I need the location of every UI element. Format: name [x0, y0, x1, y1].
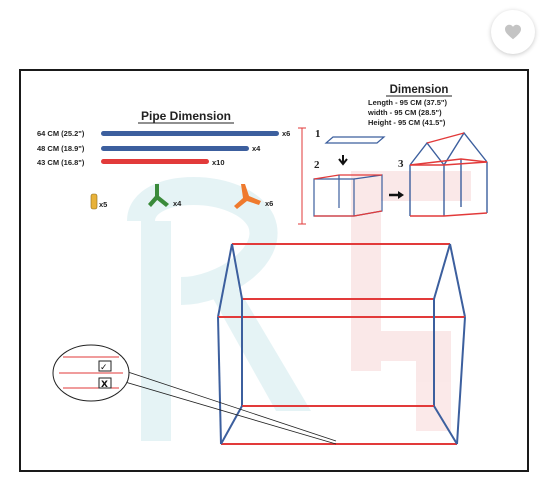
svg-text:x4: x4: [252, 144, 261, 153]
dimension-length: Length - 95 CM (37.5"): [368, 98, 447, 107]
three-way-connector-icon: x4: [148, 184, 182, 208]
straight-connector-icon: x5: [90, 193, 107, 210]
dimension-width: width - 95 CM (28.5"): [367, 108, 442, 117]
svg-text:x5: x5: [99, 200, 107, 209]
pipe-dimension-title: Pipe Dimension: [141, 109, 231, 123]
dimension-title: Dimension: [390, 84, 449, 96]
divider-bracket: [298, 127, 306, 225]
tent-diagram: Pipe Dimension 64 CM (25.2") x6 48 CM (1…: [37, 84, 488, 445]
svg-text:43 CM (16.8"): 43 CM (16.8"): [37, 158, 85, 167]
svg-text:x6: x6: [282, 129, 290, 138]
correct-mark: ✓: [100, 363, 108, 373]
svg-text:64 CM (25.2"): 64 CM (25.2"): [37, 129, 85, 138]
step-1-number: 1: [315, 128, 321, 140]
zoom-callout: ✓ X: [52, 344, 337, 445]
brand-watermark: [127, 171, 471, 441]
svg-text:48 CM (18.9"): 48 CM (18.9"): [37, 144, 85, 153]
tent-frame-large: [217, 243, 466, 445]
pipe-row-43cm: 43 CM (16.8") x10: [37, 158, 225, 167]
wrong-mark: X: [101, 380, 108, 390]
dimension-height: Height - 95 CM (41.5"): [368, 118, 446, 127]
step-2-frame: [313, 174, 383, 217]
product-image: Pipe Dimension 64 CM (25.2") x6 48 CM (1…: [19, 69, 529, 472]
svg-text:x10: x10: [212, 158, 225, 167]
step-3-frame: [409, 131, 488, 217]
step-1-frame: [324, 136, 386, 144]
pipe-row-64cm: 64 CM (25.2") x6: [37, 129, 290, 138]
pipe-row-48cm: 48 CM (18.9") x4: [37, 144, 261, 153]
step-2-number: 2: [314, 159, 320, 171]
corner-connector-icon: x6: [234, 184, 273, 209]
step-3-number: 3: [398, 158, 404, 170]
wishlist-button[interactable]: [491, 10, 535, 54]
heart-icon: [505, 24, 521, 40]
svg-text:x4: x4: [173, 199, 182, 208]
svg-text:x6: x6: [265, 199, 273, 208]
